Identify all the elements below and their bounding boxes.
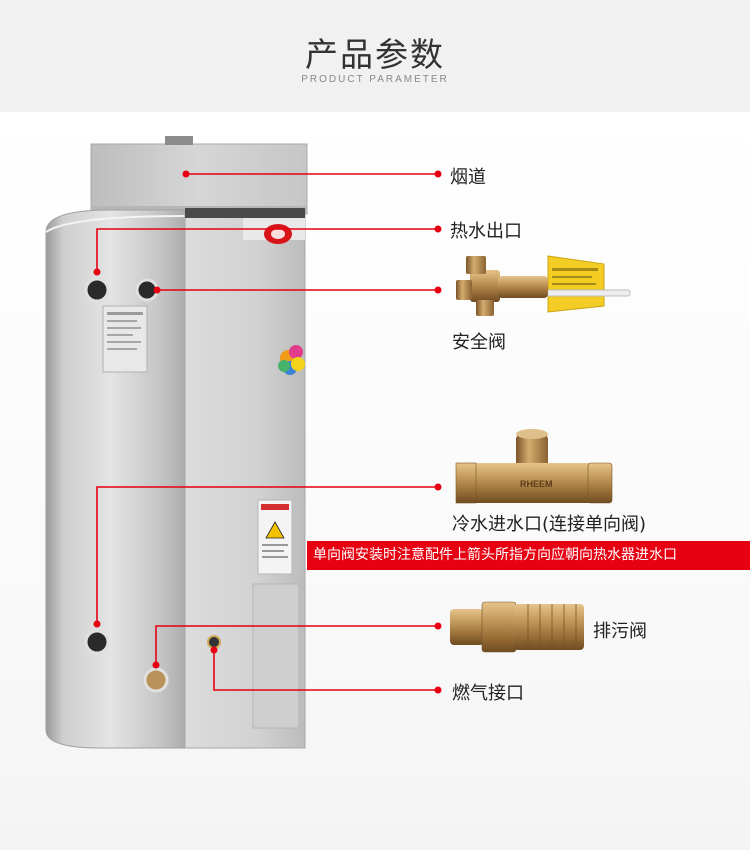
gas-connector-port: [207, 635, 221, 649]
installation-notice-banner: 单向阀安装时注意配件上箭头所指方向应朝向热水器进水口: [307, 541, 750, 570]
warning-sticker: [257, 499, 293, 575]
drain-valve-part: [450, 601, 584, 653]
rainbow-emblem-icon: [278, 345, 305, 375]
header-band: 产品参数 PRODUCT PARAMETER: [0, 0, 750, 112]
cold-water-inlet-port: [84, 629, 110, 655]
label-hot-water-outlet: 热水出口: [450, 221, 522, 242]
hot-water-outlet-port: [84, 277, 110, 303]
leader-dots: [93, 170, 442, 694]
label-drain-valve: 排污阀: [593, 621, 647, 642]
page-subtitle: PRODUCT PARAMETER: [301, 74, 449, 85]
label-flue: 烟道: [450, 167, 486, 188]
drain-port: [143, 667, 169, 693]
gas-leader-line: [213, 650, 438, 691]
hot-water-leader-line: [96, 228, 438, 272]
label-safety-valve: 安全阀: [452, 332, 506, 353]
cold-water-leader-line: [96, 486, 438, 624]
label-cold-water-inlet: 冷水进水口(连接单向阀): [452, 514, 647, 535]
energy-label: [102, 305, 148, 373]
drain-leader-line: [155, 625, 438, 665]
safety-valve-part: [456, 255, 631, 316]
brand-logo-icon: [264, 224, 292, 244]
check-valve-part: RHEEM: [455, 429, 613, 504]
label-gas-connector: 燃气接口: [452, 683, 524, 704]
check-valve-marking: RHEEM: [520, 479, 553, 489]
flue-hood: [90, 136, 308, 215]
page-title: 产品参数: [305, 35, 445, 74]
leader-lines: [96, 173, 438, 691]
front-panel: [184, 208, 306, 749]
